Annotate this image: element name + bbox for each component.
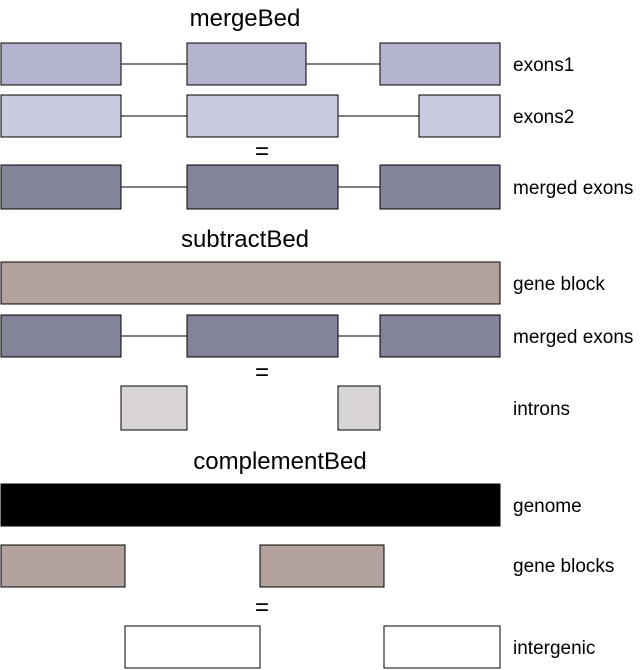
intergenic-block (124, 625, 261, 669)
row-introns: introns (120, 385, 570, 431)
row-gene-blocks: gene blocks (0, 544, 614, 588)
exon-block (379, 42, 501, 86)
section-complementbed: complementBed genome gene blocks = inter… (0, 448, 614, 669)
section-subtractbed: subtractBed gene block merged exons = in… (0, 226, 633, 431)
row-label-gene-block: gene block (513, 274, 605, 295)
gene-block (0, 261, 501, 305)
merged-exon-block (0, 164, 122, 210)
exon-block (0, 94, 122, 138)
row-label-gene-blocks: gene blocks (513, 556, 614, 577)
row-label-merged-exons: merged exons (513, 178, 633, 199)
gene-block (0, 544, 126, 588)
equals-sign: = (255, 359, 269, 386)
row-label-exons2: exons2 (513, 107, 574, 128)
intergenic-block (383, 625, 501, 669)
row-exons1: exons1 (0, 42, 574, 86)
merged-exon-block (186, 164, 339, 210)
row-exons2: exons2 (0, 94, 574, 138)
row-label-merged-exons: merged exons (513, 327, 633, 348)
row-genome: genome (0, 483, 582, 527)
row-label-introns: introns (513, 399, 570, 420)
row-label-intergenic: intergenic (513, 638, 595, 659)
row-label-exons1: exons1 (513, 55, 574, 76)
exon-block (186, 42, 307, 86)
row-label-genome: genome (513, 496, 582, 517)
merged-exon-block (186, 314, 339, 358)
merged-exon-block (379, 164, 501, 210)
merged-exon-block (379, 314, 501, 358)
section-title-mergebed: mergeBed (190, 5, 301, 32)
section-mergebed: mergeBed exons1 exons2 = merg (0, 5, 633, 210)
intron-block (337, 385, 381, 431)
merged-exon-block (0, 314, 122, 358)
equals-sign: = (255, 138, 269, 165)
row-intergenic: intergenic (124, 625, 595, 669)
exon-block (0, 42, 122, 86)
gene-block (259, 544, 385, 588)
equals-sign: = (255, 594, 269, 621)
section-title-subtractbed: subtractBed (181, 226, 309, 253)
section-title-complementbed: complementBed (193, 448, 366, 475)
row-gene-block: gene block (0, 261, 605, 305)
row-merged-exons: merged exons (0, 314, 633, 358)
genome-block (0, 483, 501, 527)
exon-block (186, 94, 339, 138)
intron-block (120, 385, 188, 431)
row-merged-exons: merged exons (0, 164, 633, 210)
exon-block (418, 94, 501, 138)
